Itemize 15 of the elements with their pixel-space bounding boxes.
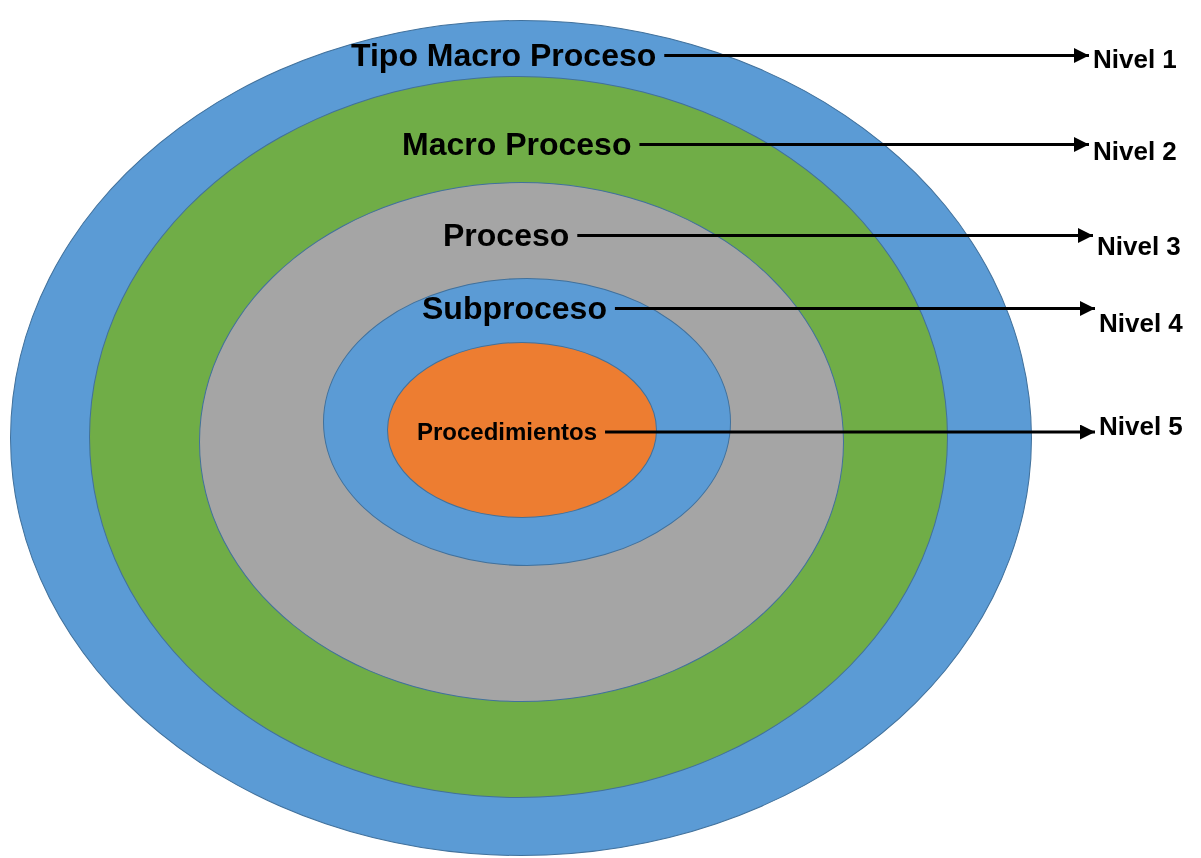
level-name: Macro Proceso <box>402 126 632 163</box>
level-label: Nivel 3 <box>1097 231 1181 262</box>
level-label: Nivel 2 <box>1093 136 1177 167</box>
level-label: Nivel 1 <box>1093 44 1177 75</box>
level-name: Proceso <box>443 217 570 254</box>
arrow <box>577 228 1093 243</box>
level-label: Nivel 5 <box>1099 411 1183 442</box>
level-name: Tipo Macro Proceso <box>351 37 657 74</box>
arrow <box>639 137 1089 152</box>
level-name: Procedimientos <box>417 418 598 446</box>
arrow <box>664 48 1089 63</box>
level-name: Subproceso <box>422 290 607 327</box>
arrow <box>605 424 1095 440</box>
level-label: Nivel 4 <box>1099 308 1183 339</box>
arrow <box>614 301 1095 316</box>
